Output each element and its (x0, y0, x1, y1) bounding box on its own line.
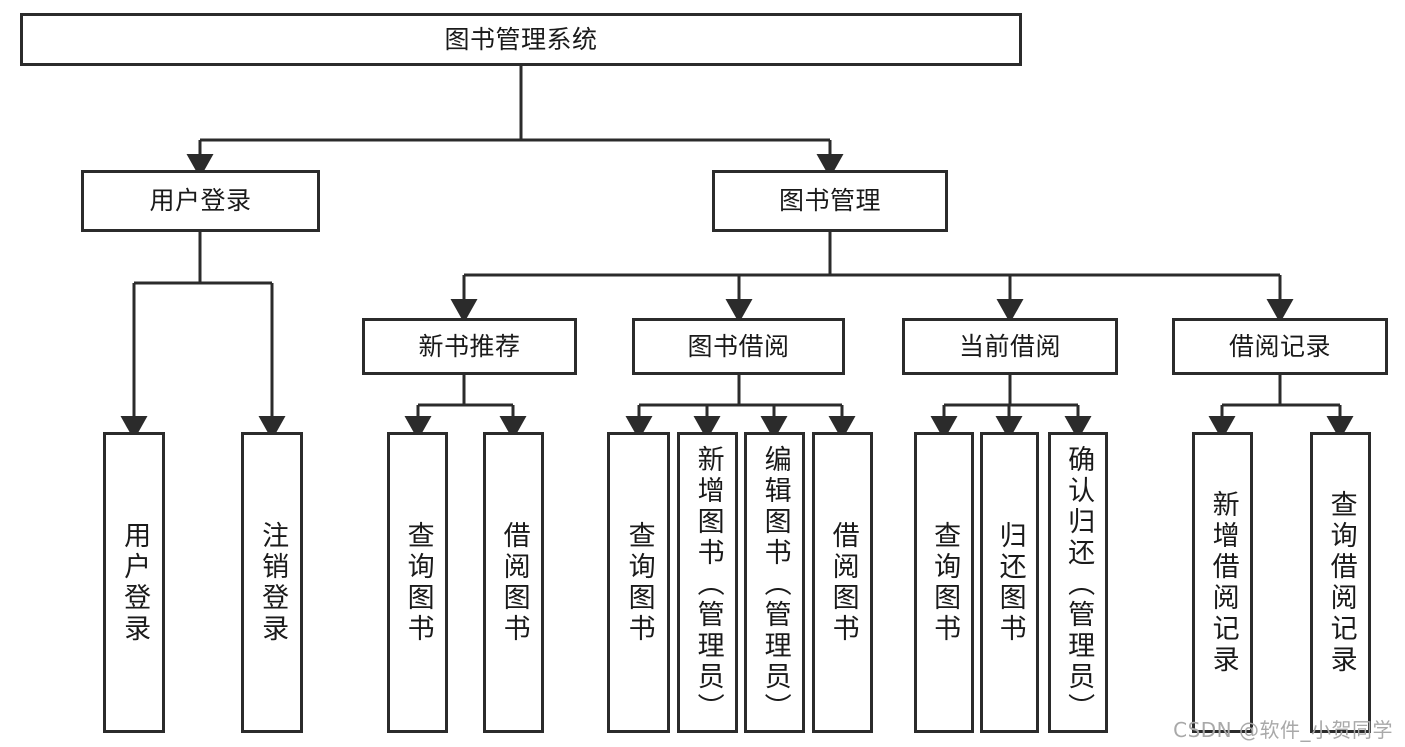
node-label: 新书推荐 (418, 331, 521, 361)
leaf-edit-book-admin[interactable]: 编辑图书（管理员） (744, 432, 805, 733)
leaf-query-book-current[interactable]: 查询图书 (914, 432, 974, 733)
watermark: CSDN @软件_小贺同学 (1173, 718, 1393, 742)
node-label: 注销登录 (257, 520, 289, 645)
node-label: 新增图书（管理员） (692, 445, 724, 724)
leaf-add-book-admin[interactable]: 新增图书（管理员） (677, 432, 738, 733)
node-label: 借阅记录 (1228, 331, 1331, 361)
node-label: 编辑图书（管理员） (759, 445, 791, 724)
leaf-borrow-book-recommend[interactable]: 借阅图书 (483, 432, 544, 733)
node-label: 查询图书 (402, 520, 434, 645)
leaf-user-login[interactable]: 用户登录 (103, 432, 165, 733)
node-label: 当前借阅 (958, 331, 1061, 361)
leaf-confirm-return-admin[interactable]: 确认归还（管理员） (1048, 432, 1108, 733)
node-label: 用户登录 (149, 186, 252, 216)
leaf-add-borrow-record[interactable]: 新增借阅记录 (1192, 432, 1253, 733)
node-label: 确认归还（管理员） (1063, 445, 1095, 724)
node-user-login[interactable]: 用户登录 (81, 170, 320, 232)
leaf-logout[interactable]: 注销登录 (241, 432, 303, 733)
node-label: 查询图书 (623, 520, 655, 645)
node-borrow-record[interactable]: 借阅记录 (1172, 318, 1388, 375)
node-new-book-recommend[interactable]: 新书推荐 (362, 318, 577, 375)
leaf-query-book-recommend[interactable]: 查询图书 (387, 432, 448, 733)
node-label: 归还图书 (994, 520, 1026, 645)
node-root-system[interactable]: 图书管理系统 (20, 13, 1022, 66)
leaf-return-book[interactable]: 归还图书 (980, 432, 1039, 733)
node-label: 查询图书 (929, 520, 961, 645)
node-current-borrow[interactable]: 当前借阅 (902, 318, 1118, 375)
node-label: 借阅图书 (498, 520, 530, 645)
node-label: 图书管理系统 (444, 24, 598, 54)
leaf-query-book-borrow[interactable]: 查询图书 (607, 432, 670, 733)
node-label: 查询借阅记录 (1325, 489, 1357, 676)
leaf-borrow-book[interactable]: 借阅图书 (812, 432, 873, 733)
node-label: 新增借阅记录 (1207, 489, 1239, 676)
node-book-borrow[interactable]: 图书借阅 (632, 318, 845, 375)
node-label: 图书管理 (778, 186, 881, 216)
node-label: 借阅图书 (827, 520, 859, 645)
node-label: 图书借阅 (687, 331, 790, 361)
leaf-query-borrow-record[interactable]: 查询借阅记录 (1310, 432, 1371, 733)
node-label: 用户登录 (119, 520, 151, 645)
node-book-management[interactable]: 图书管理 (712, 170, 948, 232)
